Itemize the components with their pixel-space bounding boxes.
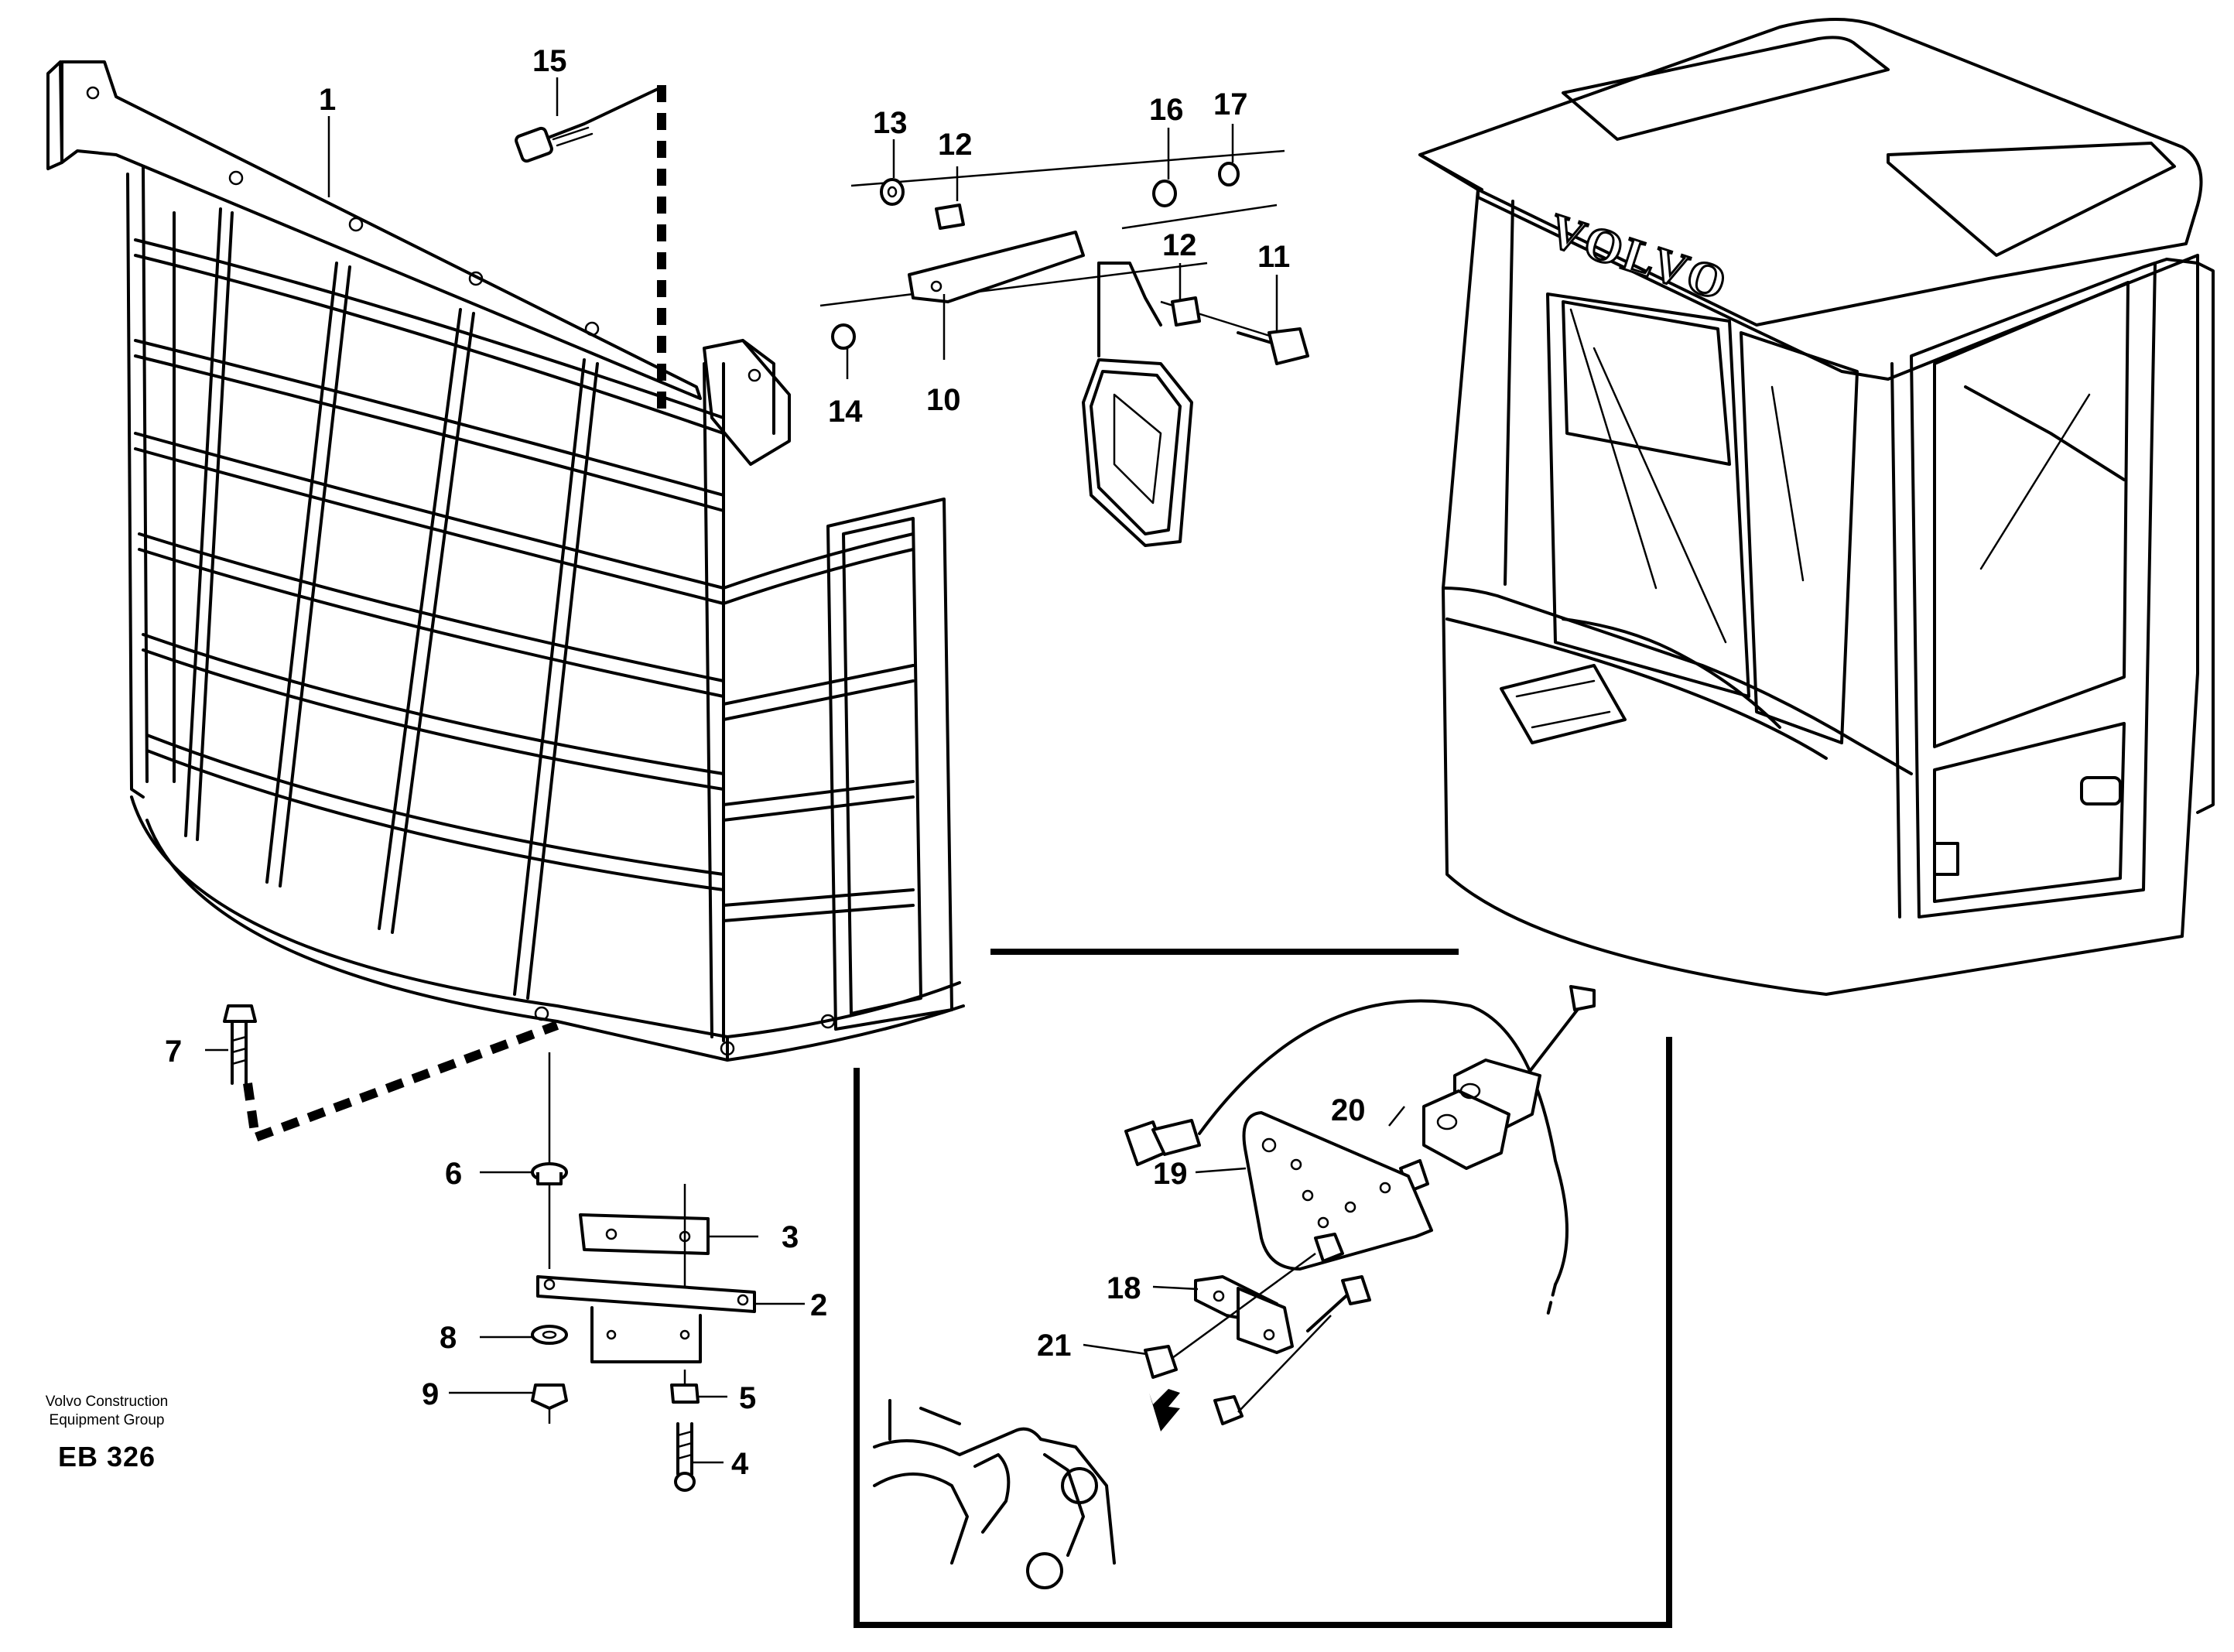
detail-box <box>854 949 1672 1628</box>
cab-volvo-logo: VOLVO <box>1543 204 1735 312</box>
callout-14: 14 <box>828 395 863 429</box>
callout-3: 3 <box>782 1220 799 1254</box>
callout-2: 2 <box>810 1288 827 1322</box>
callout-13: 13 <box>873 106 908 140</box>
callout-9: 9 <box>422 1377 439 1411</box>
protective-grille <box>46 60 965 1062</box>
callout-10: 10 <box>926 383 961 417</box>
cab: VOLVO <box>1418 18 2215 996</box>
callout-11: 11 <box>1257 240 1290 274</box>
callout-16: 16 <box>1149 93 1184 127</box>
footer-company-line-1: Volvo Construction <box>45 1394 169 1410</box>
callout-4: 4 <box>731 1447 749 1481</box>
callout-15: 15 <box>532 44 567 78</box>
mounting-hardware <box>223 1004 756 1492</box>
callout-12b: 12 <box>1162 228 1197 262</box>
callout-8: 8 <box>440 1321 457 1355</box>
callout-5: 5 <box>739 1381 756 1415</box>
mirror-assembly <box>819 149 1309 547</box>
callout-1: 1 <box>319 83 336 117</box>
dashed-guide-bottom <box>243 1021 559 1144</box>
grille-bracket <box>703 339 791 466</box>
callout-20: 20 <box>1331 1093 1366 1127</box>
callout-17: 17 <box>1213 87 1248 121</box>
callout-6: 6 <box>445 1157 462 1191</box>
callout-leaders <box>205 77 1405 1464</box>
footer-company-line-2: Equipment Group <box>49 1412 165 1428</box>
camera-mount-detail <box>873 985 1596 1589</box>
footer-drawing-code: EB 326 <box>57 1441 156 1472</box>
footer: Volvo Construction Equipment Group EB 32… <box>22 1393 192 1473</box>
callout-18: 18 <box>1107 1271 1141 1305</box>
callout-7: 7 <box>165 1035 182 1069</box>
callout-21: 21 <box>1037 1329 1072 1363</box>
callout-labels: 1 2 3 4 5 6 7 8 9 10 11 12 12 13 14 15 1… <box>165 44 1366 1481</box>
callout-12a: 12 <box>938 128 973 162</box>
screw-15 <box>515 87 659 163</box>
callout-19: 19 <box>1153 1157 1188 1191</box>
